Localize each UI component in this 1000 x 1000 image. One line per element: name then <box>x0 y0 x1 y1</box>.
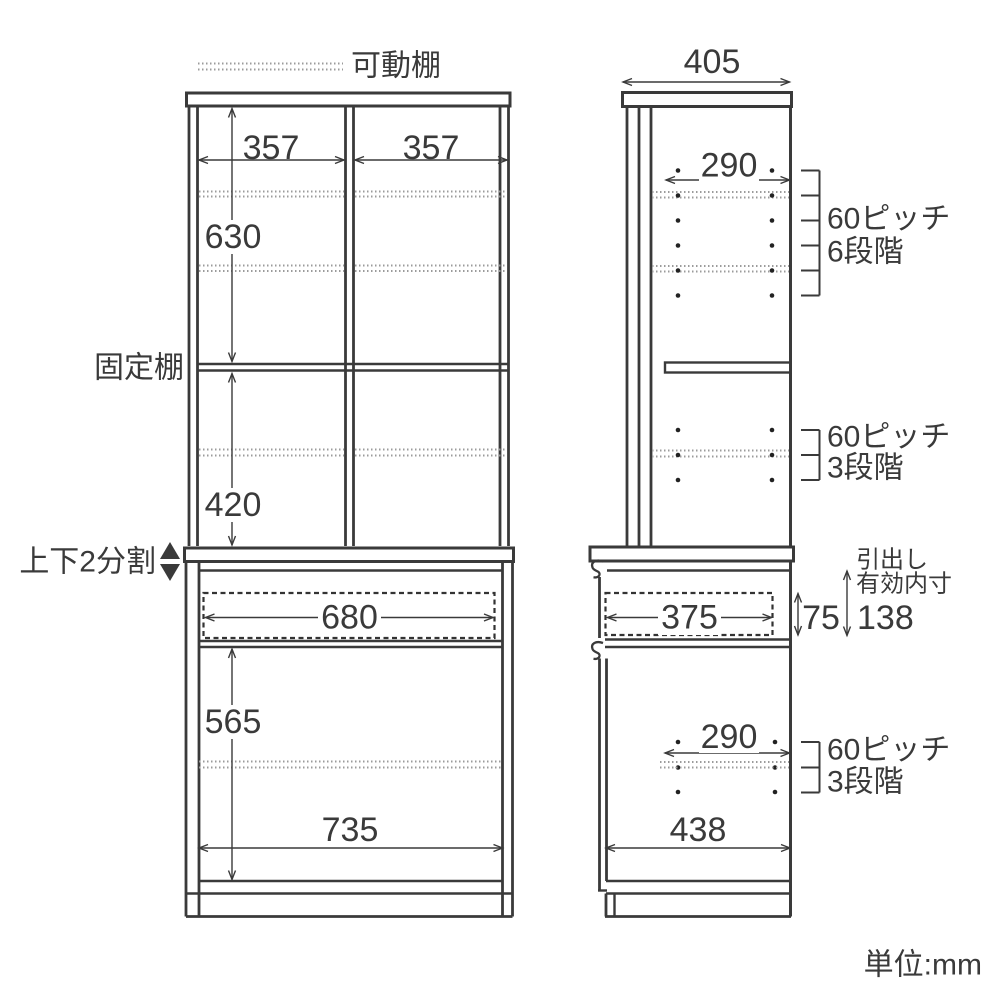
side-top-board <box>621 91 793 108</box>
dim-side-drawer-inner-depth: 375 <box>661 599 718 637</box>
label-middle-pitch-line1: 60ピッチ <box>827 421 950 454</box>
front-movable-shelf-lines <box>199 190 507 457</box>
dim-side-drawer-effective-height: 138 <box>857 599 914 637</box>
front-top-board <box>185 91 512 108</box>
dim-front-lower-inner-height: 420 <box>205 486 262 524</box>
label-middle-pitch-line2: 3段階 <box>827 452 904 485</box>
label-split: 上下2分割 <box>19 546 156 579</box>
pitch-bracket-upper <box>801 169 821 297</box>
pitch-bracket-lower <box>801 741 821 794</box>
side-peg-holes-lower <box>675 739 778 795</box>
dim-side-upper-shelf-depth: 290 <box>701 147 758 185</box>
label-upper-pitch-line2: 6段階 <box>827 236 904 269</box>
dim-front-base-inner-height: 565 <box>205 703 262 741</box>
side-view-drawing: 405 290 60ピッチ 6段階 60ピッチ 3段階 <box>588 43 952 918</box>
front-counter-board <box>183 546 515 563</box>
dim-front-drawer-inner-width: 680 <box>321 599 378 637</box>
label-drawer-note-line1: 引出し <box>856 547 928 574</box>
side-peg-holes-upper <box>675 168 775 298</box>
dim-side-total-depth: 405 <box>684 43 741 81</box>
drawer-front-groove <box>590 559 604 579</box>
movable-shelf-legend-line-icon <box>198 62 343 71</box>
dim-front-left-column-width: 357 <box>243 129 300 167</box>
label-drawer-note-line2: 有効内寸 <box>856 571 952 598</box>
label-fixed-shelf: 固定棚 <box>94 352 184 385</box>
split-arrows-icon <box>160 542 180 581</box>
side-fixed-shelf <box>663 361 792 374</box>
dim-front-upper-inner-height: 630 <box>205 218 262 256</box>
dim-side-drawer-inner-height: 75 <box>802 599 840 637</box>
front-fixed-shelf <box>197 362 509 372</box>
door-front-groove <box>590 640 604 661</box>
side-counter-board <box>588 545 795 563</box>
dim-side-base-depth: 438 <box>670 811 727 849</box>
dim-front-base-inner-width: 735 <box>322 811 379 849</box>
label-lower-pitch-line1: 60ピッチ <box>827 734 950 767</box>
label-upper-pitch-line1: 60ピッチ <box>827 203 950 236</box>
dim-side-lower-shelf-depth: 290 <box>701 718 758 756</box>
label-unit-note: 単位:mm <box>864 949 982 982</box>
side-peg-holes-middle <box>675 427 775 483</box>
label-movable-shelf: 可動棚 <box>351 50 441 83</box>
front-drawer-inner-outline <box>202 591 496 640</box>
label-lower-pitch-line2: 3段階 <box>827 766 904 799</box>
pitch-bracket-middle <box>801 429 821 481</box>
front-view-drawing: 357 357 630 420 680 565 735 可動棚 固定棚 上下2分… <box>19 50 515 918</box>
dim-front-right-column-width: 357 <box>403 129 460 167</box>
